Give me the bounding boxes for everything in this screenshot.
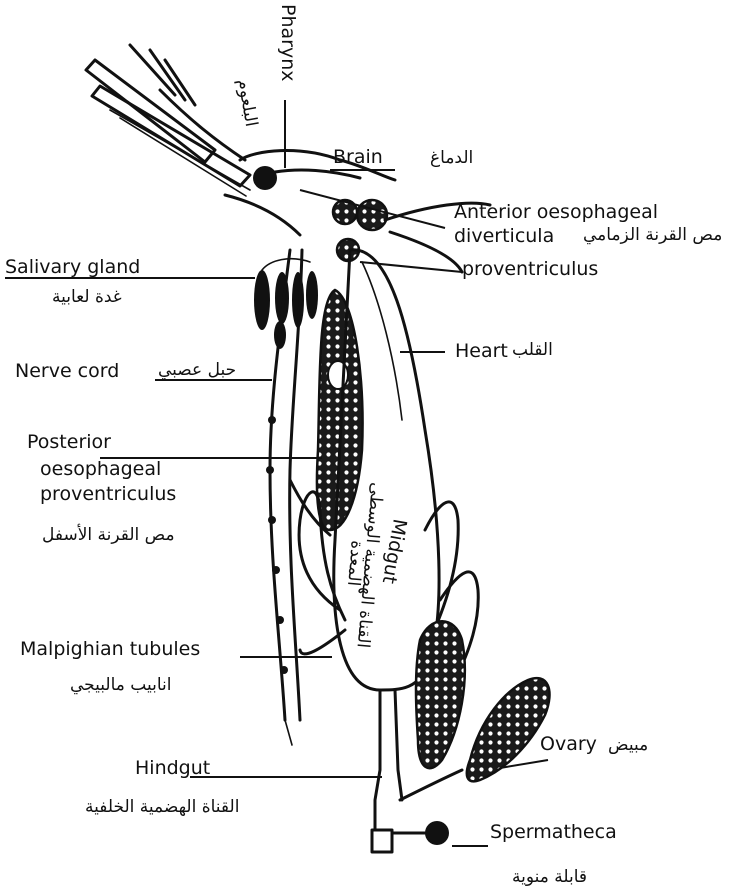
arabic-anterior: مص القرنة الزمامي <box>583 225 722 245</box>
arabic-salivary-gland: غدة لعابية <box>52 287 122 307</box>
oesophagus-crop <box>317 290 363 530</box>
label-posterior-2: oesophageal <box>40 458 161 480</box>
label-salivary-gland: Salivary gland <box>5 256 140 278</box>
label-brain: Brain <box>333 146 383 168</box>
label-heart: Heart <box>455 340 508 362</box>
arabic-midgut-2: المعدة <box>343 540 367 587</box>
proboscis <box>86 45 250 196</box>
ovaries <box>400 621 550 800</box>
arabic-hindgut: القناة الهضمية الخلفية <box>85 797 239 817</box>
label-anterior-2: diverticula <box>454 225 554 247</box>
label-posterior-1: Posterior <box>27 431 111 453</box>
arabic-pharynx: البلعوم <box>233 77 261 128</box>
arabic-spermatheca: قابلة منوية <box>512 867 587 887</box>
label-anterior-1: Anterior oesophageal <box>454 201 658 223</box>
label-spermatheca: Spermatheca <box>490 821 617 843</box>
label-proventriculus: proventriculus <box>462 258 598 280</box>
arabic-posterior: مص القرنة الأسفل <box>42 524 175 545</box>
spermatheca-organ <box>372 821 449 852</box>
arabic-nerve-cord: حبل عصبي <box>158 360 236 380</box>
arabic-malpighian: انابيب مالبيجي <box>70 675 171 695</box>
label-nerve-cord: Nerve cord <box>15 360 119 382</box>
label-hindgut: Hindgut <box>135 757 210 779</box>
label-ovary: Ovary <box>540 733 597 755</box>
label-pharynx: Pharynx <box>277 4 299 81</box>
arabic-ovary: مبيض <box>608 735 648 755</box>
brain-ganglion <box>253 166 277 190</box>
arabic-brain: الدماغ <box>430 148 473 168</box>
label-malpighian: Malpighian tubules <box>20 638 200 660</box>
arabic-heart: القلب <box>512 340 553 360</box>
label-posterior-3: proventriculus <box>40 483 176 505</box>
